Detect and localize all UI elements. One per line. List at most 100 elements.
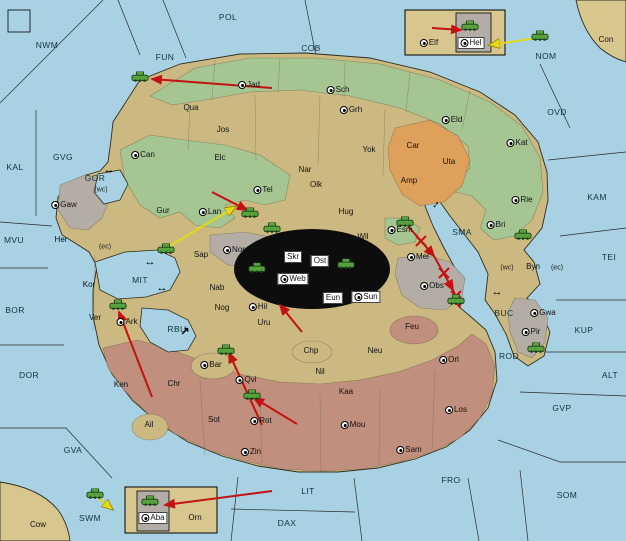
region-label-ken[interactable]: Ken	[114, 381, 128, 389]
region-label-chp[interactable]: Chp	[304, 347, 319, 355]
region-label-sma[interactable]: SMA	[452, 228, 472, 237]
region-label-nar[interactable]: Nar	[299, 166, 312, 174]
region-label-som[interactable]: SOM	[557, 491, 578, 500]
region-label-amp[interactable]: Amp	[401, 177, 417, 185]
region-label-elc[interactable]: Elc	[214, 154, 225, 162]
region-label-mvu[interactable]: MVU	[4, 236, 24, 245]
region-label-fun[interactable]: FUN	[156, 53, 175, 62]
region-name: TEI	[601, 251, 617, 262]
region-label-nab[interactable]: Nab	[210, 284, 225, 292]
region-label-eld[interactable]: Eld	[441, 116, 462, 124]
region-label-qua[interactable]: Qua	[183, 104, 198, 112]
region-label-rie[interactable]: Rie	[511, 196, 533, 204]
region-label-ver[interactable]: Ver	[89, 314, 101, 322]
region-label-tel[interactable]: Tel	[253, 186, 273, 194]
region-label-skr[interactable]: Skr	[284, 251, 302, 263]
region-label-jad[interactable]: Jad	[238, 81, 260, 89]
supply-center-icon	[238, 81, 247, 89]
region-label-ark[interactable]: Ark	[116, 318, 138, 326]
region-label-gur[interactable]: Gur	[156, 207, 169, 215]
region-label-kat[interactable]: Kat	[506, 139, 528, 147]
region-label-uta[interactable]: Uta	[443, 158, 455, 166]
region-label-her[interactable]: Her	[55, 236, 68, 244]
region-name: Pir	[530, 327, 541, 336]
region-label-wil[interactable]: Wil	[357, 233, 368, 241]
region-label-pir[interactable]: Pir	[521, 327, 541, 336]
region-label-hil[interactable]: Hil	[248, 303, 267, 311]
region-label-rot[interactable]: Rot	[250, 417, 272, 425]
region-label-nom[interactable]: NOM	[535, 52, 556, 61]
region-label-ost[interactable]: Ost	[310, 255, 330, 267]
region-label-sun[interactable]: Sun	[351, 291, 381, 303]
region-label-kaa[interactable]: Kaa	[339, 388, 353, 396]
region-label-gwa[interactable]: Gwa	[530, 309, 556, 317]
region-label-nog[interactable]: Nog	[215, 304, 230, 312]
region-label-mel[interactable]: Mel	[407, 253, 429, 261]
region-label-buc[interactable]: BUC	[494, 309, 513, 318]
region-label-eun[interactable]: Eun	[322, 292, 344, 304]
region-label-grh[interactable]: Grh	[339, 106, 362, 114]
region-label-tei[interactable]: TEI	[602, 253, 616, 262]
region-label-hel[interactable]: Hel	[457, 37, 485, 49]
region-label-dor[interactable]: DOR	[19, 371, 39, 380]
region-label-mou[interactable]: Mou	[340, 421, 365, 429]
region-label-rbu[interactable]: RBU	[167, 325, 186, 334]
region-label-gvp[interactable]: GVP	[552, 404, 571, 413]
region-label-alt[interactable]: ALT	[602, 371, 618, 380]
region-label-olk[interactable]: Olk	[310, 181, 322, 189]
region-label-ovd[interactable]: OVD	[547, 108, 567, 117]
region-label-neu[interactable]: Neu	[368, 347, 383, 355]
region-label-can[interactable]: Can	[131, 151, 155, 159]
region-label-sap[interactable]: Sap	[194, 251, 208, 259]
region-label-bri[interactable]: Bri	[486, 221, 505, 229]
region-label-kor[interactable]: Kor	[83, 281, 95, 289]
region-label-pol[interactable]: POL	[219, 13, 237, 22]
region-label-gva[interactable]: GVA	[64, 446, 83, 455]
region-label-nil[interactable]: Nil	[315, 368, 324, 376]
region-label-esm[interactable]: Esm	[387, 226, 413, 234]
region-label-sam[interactable]: Sam	[396, 446, 422, 454]
region-label-web[interactable]: Web	[277, 273, 309, 285]
region-label-los[interactable]: Los	[445, 406, 467, 414]
region-label-nwm[interactable]: NWM	[36, 41, 58, 50]
region-label-hug[interactable]: Hug	[339, 208, 354, 216]
region-label-elf[interactable]: Elf	[419, 39, 438, 47]
region-label-byn[interactable]: Byn	[526, 263, 540, 271]
region-label-bor[interactable]: BOR	[5, 306, 25, 315]
region-label-gvg[interactable]: GVG	[53, 153, 73, 162]
region-label-kal[interactable]: KAL	[6, 163, 23, 172]
supply-center-icon	[340, 421, 349, 429]
region-label-con[interactable]: Con	[599, 36, 614, 44]
region-label-uru[interactable]: Uru	[258, 319, 271, 327]
region-label-kup[interactable]: KUP	[575, 326, 594, 335]
region-label-zin[interactable]: Zin	[240, 448, 261, 456]
region-label-chr[interactable]: Chr	[168, 380, 181, 388]
region-label-lan[interactable]: Lan	[198, 208, 221, 216]
region-label-gor[interactable]: GOR	[85, 174, 106, 183]
region-label-lit[interactable]: LIT	[301, 487, 314, 496]
region-label-swm[interactable]: SWM	[79, 514, 101, 523]
region-label-fro[interactable]: FRO	[441, 476, 460, 485]
region-label-gaw[interactable]: Gaw	[51, 201, 77, 209]
region-label-orn[interactable]: Orn	[188, 514, 201, 522]
region-label-feu[interactable]: Feu	[405, 323, 419, 331]
region-label-sch[interactable]: Sch	[326, 86, 349, 94]
region-label-kam[interactable]: KAM	[587, 193, 607, 202]
region-label-qvi[interactable]: Qvi	[235, 376, 257, 384]
region-label-cow[interactable]: Cow	[30, 521, 46, 529]
region-label-sot[interactable]: Sot	[208, 416, 220, 424]
region-label-rod[interactable]: ROD	[499, 352, 519, 361]
region-label-jos[interactable]: Jos	[217, 126, 229, 134]
region-label-obs[interactable]: Obs	[420, 282, 444, 290]
region-label-cob[interactable]: COB	[301, 44, 321, 53]
region-label-ail[interactable]: Ail	[145, 421, 154, 429]
region-label-dax[interactable]: DAX	[278, 519, 297, 528]
region-label-yok[interactable]: Yok	[362, 146, 375, 154]
region-label-car[interactable]: Car	[407, 142, 420, 150]
region-label-orl[interactable]: Orl	[439, 356, 459, 364]
region-label-bar[interactable]: Bar	[200, 361, 222, 369]
region-name: Olk	[310, 180, 322, 189]
region-label-aba[interactable]: Aba	[138, 512, 168, 524]
region-label-mit[interactable]: MIT	[132, 276, 148, 285]
region-label-nor[interactable]: Nor	[223, 246, 245, 254]
